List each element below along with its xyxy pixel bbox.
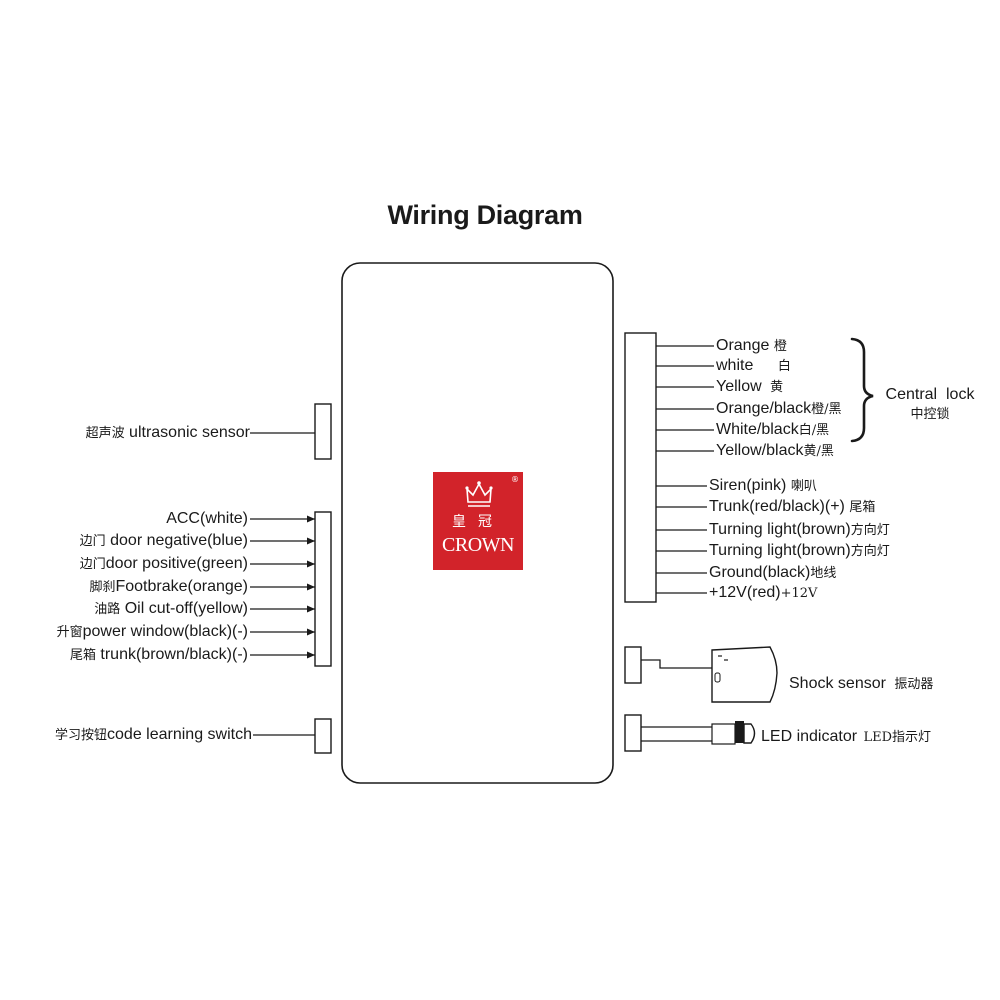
wire-cn: 喇叭 xyxy=(790,479,817,494)
code-learning-switch-label: 学习按钮code learning switch xyxy=(55,726,252,745)
diagram-title: Wiring Diagram xyxy=(387,200,583,230)
wire-en: Turning light(brown) xyxy=(709,521,851,538)
wire-en: Yellow/black xyxy=(716,442,804,459)
learning-cn: 学习按钮 xyxy=(55,728,108,743)
ultrasonic-en: ultrasonic sensor xyxy=(129,424,250,441)
wire-cn: 白/黑 xyxy=(798,423,830,438)
shock-sensor-en: Shock sensor xyxy=(789,675,886,692)
central-lock-en: Central lock xyxy=(885,386,975,403)
shock-sensor-module xyxy=(711,646,778,703)
registered-mark: ® xyxy=(511,475,519,484)
learning-en: code learning switch xyxy=(107,726,252,743)
wire-en: Orange/black xyxy=(716,400,812,417)
wire-cn: 油路 xyxy=(94,602,121,617)
wire-label-trunk: 尾箱 trunk(brown/black)(-) xyxy=(70,646,248,665)
output-harness-connector xyxy=(624,332,657,603)
wire-label-oil-cutoff: 油路 Oil cut-off(yellow) xyxy=(94,600,248,619)
wire-label-turning-light-2: Turning light(brown)方向灯 xyxy=(709,542,890,561)
wire-en: power window(black)(-) xyxy=(82,623,248,640)
wire-en: Footbrake(orange) xyxy=(115,578,248,595)
wire-label-acc: ACC(white) xyxy=(166,510,248,528)
wire-cn: 黄 xyxy=(770,380,784,395)
wire-label-ground: Ground(black)地线 xyxy=(709,564,836,583)
wire-cn: 尾箱 xyxy=(69,648,96,663)
wire-label-door-positive: 边门door positive(green) xyxy=(80,555,248,574)
wire-label-orange: Orange 橙 xyxy=(716,337,787,356)
wire-en: white xyxy=(716,357,754,374)
wire-en: Orange xyxy=(716,337,770,354)
led-icon xyxy=(711,721,756,745)
wire-cn: 方向灯 xyxy=(850,523,890,538)
wire-label-yellow-black: Yellow/black黄/黑 xyxy=(716,442,834,461)
wire-en: Siren(pink) xyxy=(709,477,787,494)
wire-en: ACC(white) xyxy=(166,510,248,527)
logo-chinese-name: 皇冠 xyxy=(452,514,504,530)
wire-en: Ground(black) xyxy=(709,564,811,581)
wire-cn: 橙 xyxy=(773,339,787,354)
wire-cn: 边门 xyxy=(79,534,106,549)
wire-cn: 边门 xyxy=(79,557,106,572)
wire-en: +12V(red) xyxy=(709,584,781,601)
harness-arrowheads xyxy=(307,515,315,659)
wire-label-door-negative: 边门 door negative(blue) xyxy=(80,532,248,551)
wire-en: door negative(blue) xyxy=(110,532,248,549)
main-harness-connector xyxy=(314,511,332,667)
ultrasonic-sensor-label: 超声波 ultrasonic sensor xyxy=(86,424,250,443)
wire-label-footbrake: 脚刹Footbrake(orange) xyxy=(89,578,248,597)
wire-en: White/black xyxy=(716,421,799,438)
led-indicator-cn: LED指示灯 xyxy=(863,730,932,745)
wire-en: Oil cut-off(yellow) xyxy=(124,600,248,617)
wire-cn: 橙/黑 xyxy=(811,402,842,417)
wire-label-yellow: Yellow 黄 xyxy=(716,378,783,397)
led-indicator-en: LED indicator xyxy=(761,728,858,745)
wire-label-turning-light-1: Turning light(brown)方向灯 xyxy=(709,521,890,540)
learning-switch-connector xyxy=(314,718,332,754)
wire-cn: +12V xyxy=(780,586,818,601)
shock-sensor-cn: 振动器 xyxy=(894,677,934,692)
wire-en: Yellow xyxy=(716,378,762,395)
ultrasonic-connector xyxy=(314,403,332,460)
wire-label-siren: Siren(pink) 喇叭 xyxy=(709,477,817,496)
crown-logo: ® 皇冠 CROWN xyxy=(433,472,523,570)
wire-cn: 脚刹 xyxy=(89,580,116,595)
wire-en: Turning light(brown) xyxy=(709,542,851,559)
wire-cn: 尾箱 xyxy=(849,500,876,515)
crown-icon xyxy=(465,481,493,507)
wire-en: Trunk(red/black)(+) xyxy=(709,498,845,515)
right-wires xyxy=(641,345,714,742)
wire-label-white-black: White/black白/黑 xyxy=(716,421,829,440)
shock-sensor-label: Shock sensor 振动器 xyxy=(789,675,933,694)
wire-en: trunk(brown/black)(-) xyxy=(100,646,248,663)
ultrasonic-cn: 超声波 xyxy=(85,426,125,441)
wire-label-orange-black: Orange/black橙/黑 xyxy=(716,400,842,419)
central-lock-label: Central lock 中控锁 xyxy=(880,386,980,424)
led-connector xyxy=(624,714,642,752)
wire-cn: 方向灯 xyxy=(850,544,890,559)
logo-brand-name: CROWN xyxy=(442,534,514,556)
led-indicator-label: LED indicator LED指示灯 xyxy=(761,728,931,747)
left-wires xyxy=(250,432,315,736)
wire-label-12v: +12V(red)+12V xyxy=(709,584,817,603)
wire-label-power-window: 升窗power window(black)(-) xyxy=(57,623,248,642)
wire-label-white: white 白 xyxy=(716,357,791,376)
wire-cn: 黄/黑 xyxy=(803,444,834,459)
wire-cn: 升窗 xyxy=(56,625,83,640)
wire-label-trunk-positive: Trunk(red/black)(+) 尾箱 xyxy=(709,498,875,517)
wire-cn: 白 xyxy=(777,359,791,374)
central-lock-brace xyxy=(850,337,874,443)
central-lock-cn: 中控锁 xyxy=(910,407,950,422)
shock-sensor-connector xyxy=(624,646,642,684)
wire-cn: 地线 xyxy=(810,566,837,581)
wire-en: door positive(green) xyxy=(105,555,248,572)
